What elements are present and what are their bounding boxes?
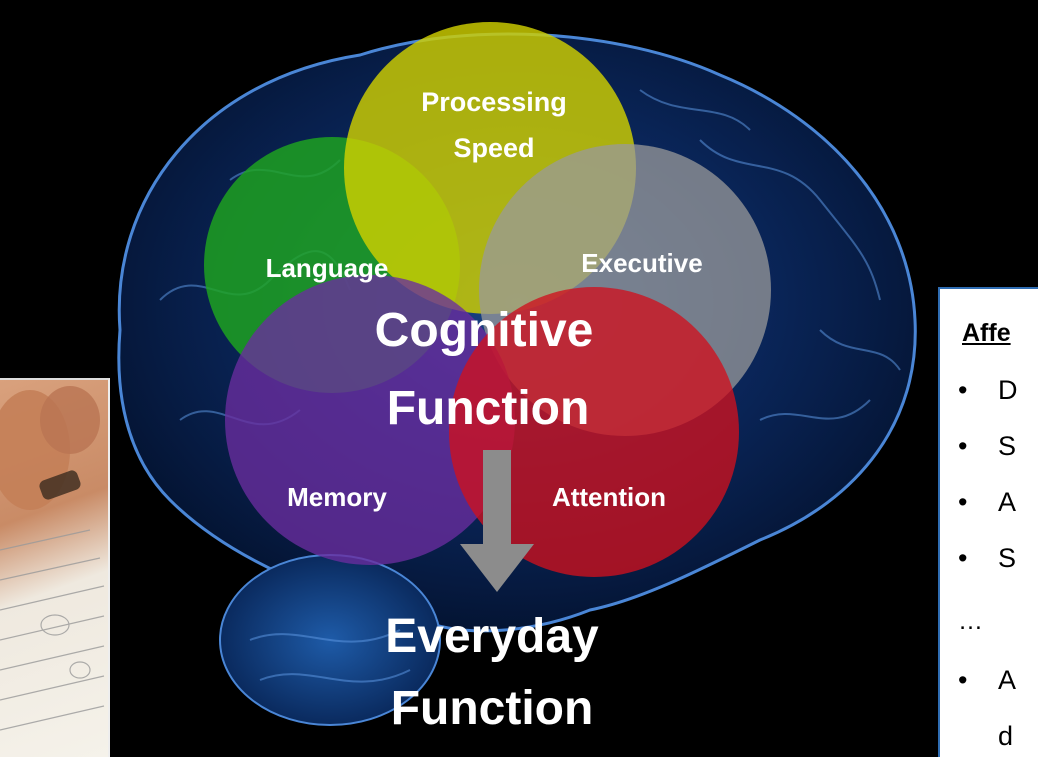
affected-item: •S: [958, 543, 1016, 574]
domain-circles: [204, 22, 771, 577]
attention-label: Attention: [552, 482, 666, 512]
language-label: Language: [266, 253, 389, 283]
affected-item-continuation: d: [998, 721, 1014, 751]
affected-item-text: S: [998, 543, 1017, 573]
processing-speed-label-2: Speed: [453, 133, 534, 163]
affected-item-text: S: [998, 431, 1017, 461]
memory-circle: [225, 275, 515, 565]
affected-title: Affe: [962, 319, 1011, 347]
affected-item: •D: [958, 375, 1018, 406]
bullet-icon: •: [958, 665, 968, 695]
memory-label: Memory: [287, 482, 387, 512]
bullet-icon: •: [958, 431, 968, 461]
everyday-function-line-1: Everyday: [385, 610, 599, 663]
cognitive-function-line-2: Function: [387, 382, 590, 435]
bullet-icon: •: [958, 375, 968, 405]
affected-item: •S: [958, 431, 1016, 462]
affected-item-text: A: [998, 487, 1017, 517]
affected-list-box: Affe •D •S •A •S … •A d: [938, 287, 1038, 757]
affected-item: •A: [958, 487, 1016, 518]
affected-item-text: A: [998, 665, 1017, 695]
cognitive-function-line-1: Cognitive: [375, 304, 594, 357]
processing-speed-label-1: Processing: [421, 87, 567, 117]
down-arrow: [460, 450, 534, 592]
attention-circle: [449, 287, 739, 577]
affected-item-text: D: [998, 375, 1018, 405]
affected-ellipsis: …: [958, 607, 983, 635]
executive-label: Executive: [581, 248, 702, 278]
form-photo-image: [0, 386, 105, 731]
photo-inset: [0, 378, 110, 757]
bullet-icon: •: [958, 487, 968, 517]
bullet-icon: •: [958, 543, 968, 573]
everyday-function-line-2: Function: [391, 682, 594, 735]
affected-item: •A: [958, 665, 1016, 696]
